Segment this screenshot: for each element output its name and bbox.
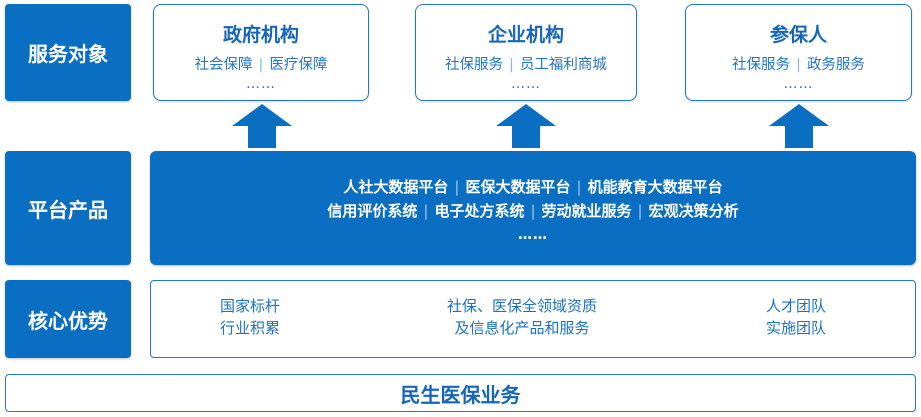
separator: | — [576, 178, 582, 196]
separator: | — [454, 178, 460, 196]
footer-business-bar: 民生医保业务 — [5, 374, 916, 412]
card-title: 企业机构 — [487, 24, 564, 46]
platform-more: …… — [518, 227, 548, 243]
platform-item: 宏观决策分析 — [648, 202, 739, 220]
separator: | — [423, 202, 429, 220]
card-item: 医疗保障 — [269, 57, 328, 73]
card-item: 政务服务 — [806, 57, 865, 73]
separator: | — [258, 57, 264, 73]
advantage-line: 行业积累 — [219, 319, 280, 337]
platform-item: 劳动就业服务 — [541, 202, 632, 220]
advantage-line: 国家标杆 — [219, 297, 280, 315]
platform-item: 人社大数据平台 — [343, 178, 449, 196]
row-label-platform-products: 平台产品 — [5, 151, 131, 265]
up-arrow-icon — [496, 104, 556, 148]
card-title: 参保人 — [769, 24, 827, 46]
card-title: 政府机构 — [222, 24, 299, 46]
card-more: …… — [511, 76, 541, 92]
advantage-item: 国家标杆 行业积累 — [185, 295, 315, 339]
platform-item: 医保大数据平台 — [465, 178, 571, 196]
card-item: 社保服务 — [732, 57, 791, 73]
advantage-line: 及信息化产品和服务 — [454, 319, 590, 337]
card-item: 社保服务 — [445, 57, 504, 73]
separator: | — [796, 57, 801, 73]
core-advantages-panel: 国家标杆 行业积累 社保、医保全领域资质 及信息化产品和服务 人才团队 实施团队 — [150, 280, 916, 358]
platform-products-panel: 人社大数据平台 | 医保大数据平台 | 机能教育大数据平台 信用评价系统 | 电子处方系统 |… — [150, 151, 916, 265]
card-enterprise: 企业机构 社保服务 | 员工福利商城 …… — [415, 4, 637, 101]
separator: | — [509, 57, 514, 73]
advantage-line: 人才团队 — [765, 297, 826, 315]
card-item: 员工福利商城 — [519, 57, 607, 73]
up-arrow-icon — [769, 104, 829, 148]
advantage-item: 社保、医保全领域资质 及信息化产品和服务 — [407, 295, 637, 339]
card-government: 政府机构 社会保障 | 医疗保障 …… — [153, 4, 369, 101]
card-more: …… — [783, 76, 814, 92]
advantage-line: 实施团队 — [765, 319, 826, 337]
row-label-service-objects: 服务对象 — [5, 4, 131, 101]
up-arrow-icon — [232, 104, 292, 148]
card-insured: 参保人 社保服务 | 政务服务 …… — [685, 4, 912, 101]
platform-item: 机能教育大数据平台 — [587, 178, 723, 196]
advantage-item: 人才团队 实施团队 — [731, 295, 861, 339]
card-items: 社保服务 | 员工福利商城 — [416, 53, 636, 74]
card-item: 社会保障 — [194, 57, 253, 73]
platform-line-2: 信用评价系统 | 电子处方系统 | 劳动就业服务 | 宏观决策分析 — [150, 199, 916, 223]
card-items: 社保服务 | 政务服务 — [686, 53, 911, 74]
separator: | — [637, 202, 643, 220]
advantage-line: 社保、医保全领域资质 — [446, 297, 597, 315]
separator: | — [530, 202, 536, 220]
platform-item: 信用评价系统 — [327, 202, 418, 220]
row-label-core-advantages: 核心优势 — [5, 280, 131, 358]
platform-item: 电子处方系统 — [434, 202, 525, 220]
card-more: …… — [246, 76, 276, 92]
card-items: 社会保障 | 医疗保障 — [154, 53, 368, 74]
platform-line-1: 人社大数据平台 | 医保大数据平台 | 机能教育大数据平台 — [150, 175, 916, 199]
